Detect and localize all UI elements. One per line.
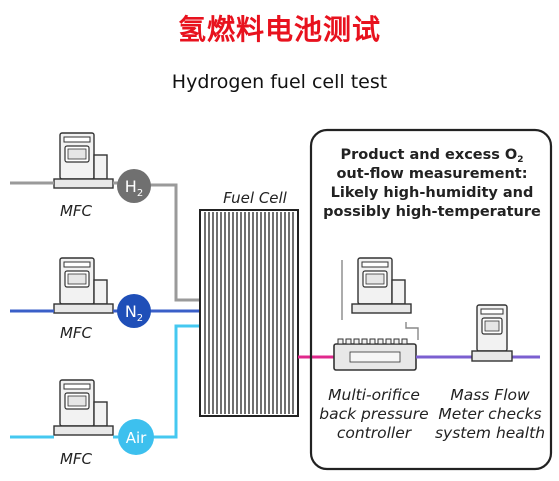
bpc-label-line3: controller <box>337 424 413 442</box>
mfc-device-n2 <box>53 257 114 314</box>
gas-label-air: Air <box>126 429 147 447</box>
svg-text:N2: N2 <box>125 302 143 324</box>
page-title-chinese: 氢燃料电池测试 <box>177 13 381 46</box>
h2-feed-line <box>150 183 200 302</box>
bpc-orifice <box>361 338 368 345</box>
bpc-orifice <box>369 338 376 345</box>
bpc-orifice <box>401 338 408 345</box>
bpc-orifice <box>337 338 344 345</box>
meter-label-line2: Meter checks <box>438 405 541 423</box>
meter-label-line3: system health <box>435 424 545 442</box>
mfc-device-control <box>351 257 412 314</box>
meter-label-line1: Mass Flow <box>450 386 530 404</box>
measurement-text-line3: Likely high-humidity and <box>331 185 534 201</box>
mass-flow-meter <box>471 304 513 362</box>
fuel-cell-stack <box>199 209 299 417</box>
bpc-label-line2: back pressure <box>319 405 428 423</box>
mfc-label-air: MFC <box>60 450 93 468</box>
bpc-orifice <box>353 338 360 345</box>
mfc-device-air <box>53 379 114 436</box>
measurement-text-line4: possibly high-temperature <box>323 204 541 220</box>
control-line-right <box>405 322 419 340</box>
measurement-text-line2: out-flow measurement: <box>336 166 527 182</box>
fuel-cell-label: Fuel Cell <box>223 189 288 207</box>
gas-badge-air: Air <box>118 419 154 455</box>
measurement-text-line1: Product and excess O2 <box>340 147 523 165</box>
gas-sub-h2: 2 <box>137 188 143 199</box>
bpc-orifice <box>377 338 384 345</box>
gas-sub-n2: 2 <box>137 313 143 324</box>
bpc-orifice <box>393 338 400 345</box>
svg-text:H2: H2 <box>125 177 143 199</box>
gas-badge-n2: N2 <box>117 294 151 328</box>
back-pressure-controller <box>333 338 417 371</box>
bpc-orifice <box>345 338 352 345</box>
gas-badge-h2: H2 <box>117 169 151 203</box>
measurement-box <box>309 128 553 471</box>
mfc-device-h2 <box>53 132 114 189</box>
air-feed-line <box>152 324 200 439</box>
bpc-orifice <box>385 338 392 345</box>
page-title-english: Hydrogen fuel cell test <box>171 71 388 93</box>
gas-label-n2: N <box>125 302 137 321</box>
mfc-label-h2: MFC <box>60 202 93 220</box>
gas-label-h2: H <box>125 177 137 196</box>
bpc-label-line1: Multi-orifice <box>328 386 420 404</box>
mfc-label-n2: MFC <box>60 324 93 342</box>
